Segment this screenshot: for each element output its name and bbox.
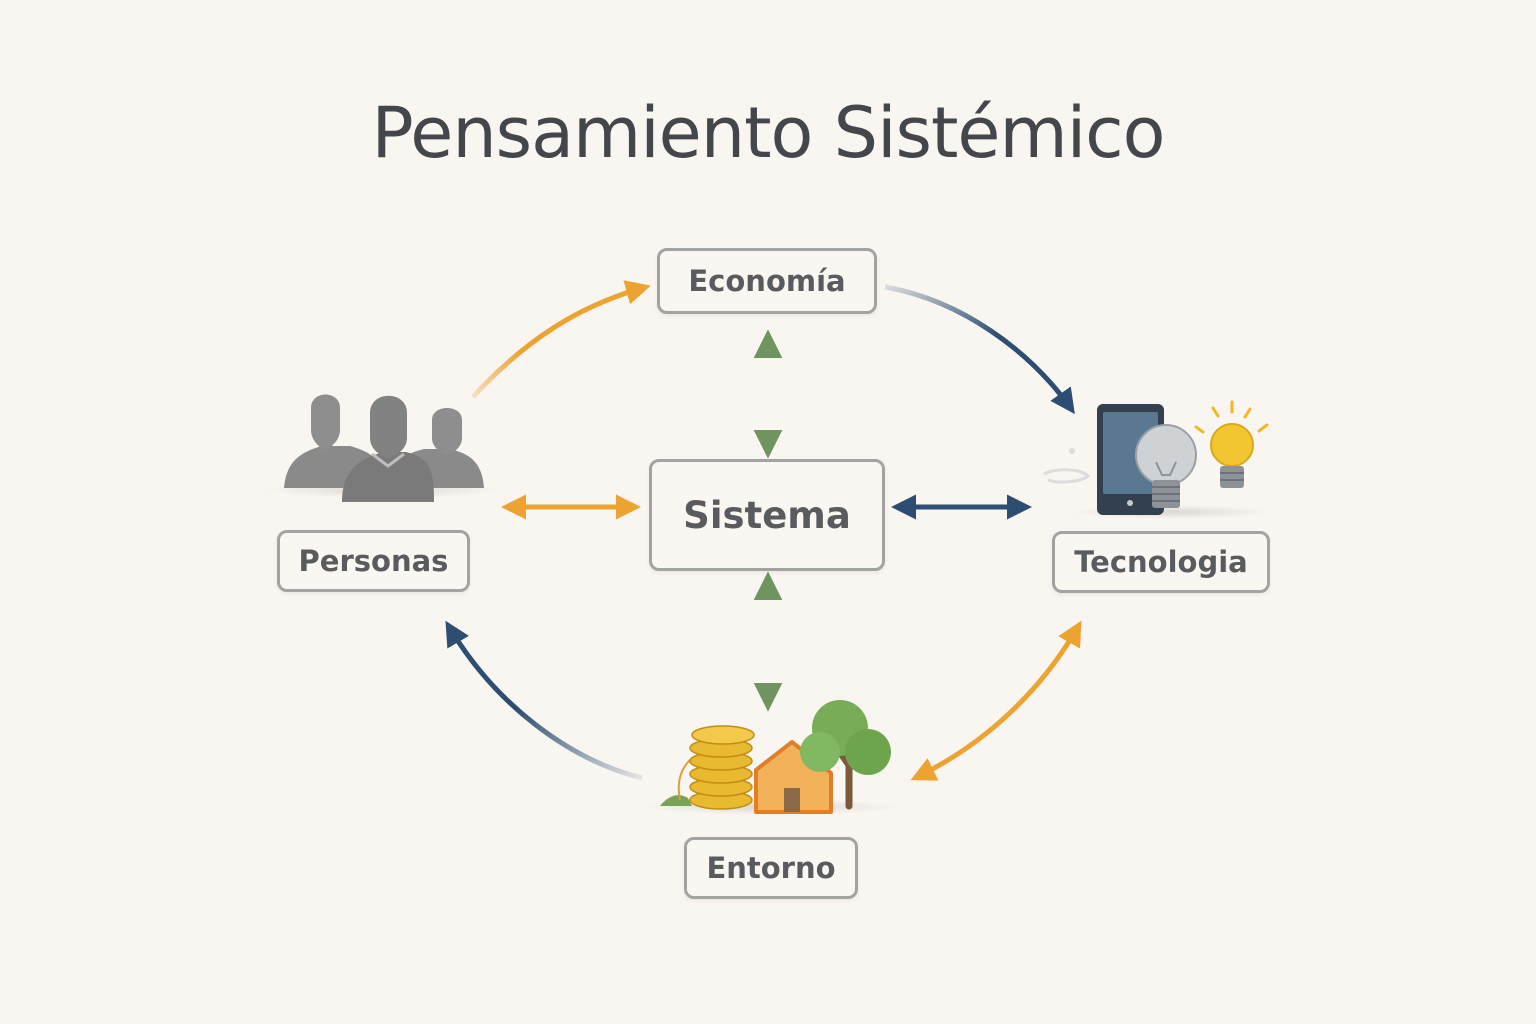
arc-arrow-entorno-to-personas — [445, 620, 643, 781]
node-economia: Economía — [657, 248, 877, 314]
node-personas: Personas — [277, 530, 470, 592]
node-sistema: Sistema — [649, 459, 885, 571]
arc-arrow-tecnologia-entorno — [910, 620, 1082, 781]
people-group-icon — [263, 394, 503, 502]
arc-arrow-personas-to-economia — [471, 280, 651, 399]
coins-house-tree-icon — [642, 700, 902, 815]
tablet-and-lightbulbs-icon — [1043, 400, 1270, 519]
diagram-title: Pensamiento Sistémico — [371, 92, 1166, 174]
node-tecnologia: Tecnologia — [1052, 531, 1270, 593]
node-entorno: Entorno — [684, 837, 858, 899]
arc-arrow-economia-to-tecnologia — [884, 284, 1075, 415]
